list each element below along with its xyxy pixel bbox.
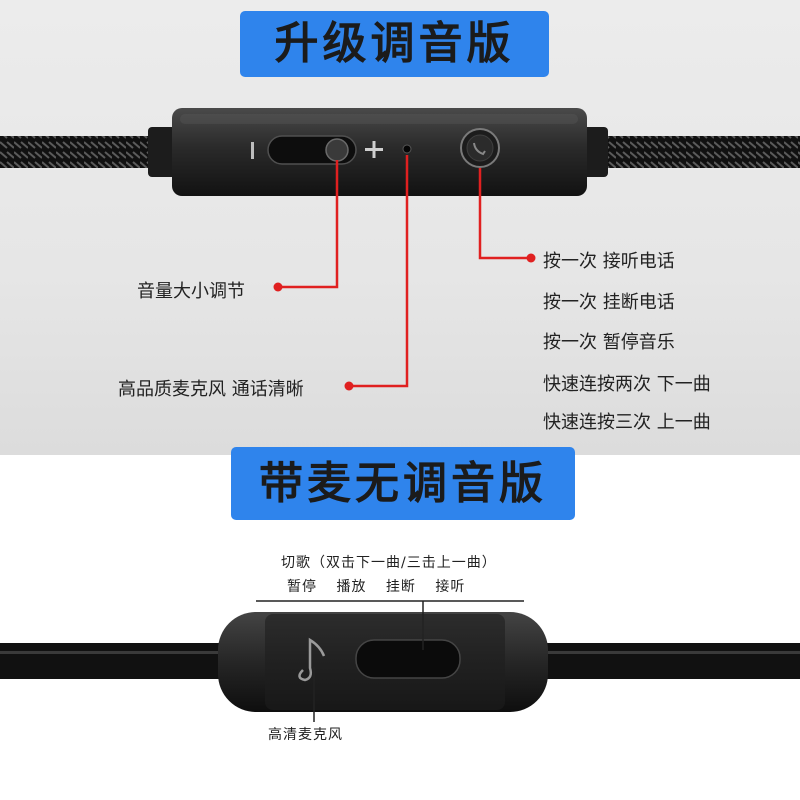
pointer-volume xyxy=(278,160,339,289)
button-caption-line2: 暂停 播放 挂断 接听 xyxy=(287,579,466,595)
mic-label: 高品质麦克风 通话清晰 xyxy=(118,379,304,400)
pointer-dot-volume xyxy=(273,282,283,292)
call-button[interactable] xyxy=(460,128,500,168)
cable-right-bottom xyxy=(530,643,800,679)
minus-icon xyxy=(251,142,254,159)
cable-collar-left xyxy=(148,127,178,177)
button-function-2: 按一次 挂断电话 xyxy=(543,292,675,313)
pointer-lines-top xyxy=(278,155,530,388)
braided-cable-right xyxy=(595,136,800,168)
bottom-remote xyxy=(0,612,800,712)
cable-left-bottom xyxy=(0,643,230,679)
music-note-icon xyxy=(298,637,326,682)
multifunction-button[interactable] xyxy=(355,639,461,679)
phone-icon xyxy=(473,142,486,156)
button-function-5: 快速连按三次 上一曲 xyxy=(543,412,711,433)
mic-no-volume-version-title: 带麦无调音版 xyxy=(231,447,575,520)
pointer-mic xyxy=(352,155,409,388)
plus-icon xyxy=(365,141,383,158)
volume-slider[interactable] xyxy=(267,135,357,165)
top-remote xyxy=(0,108,800,196)
pointer-call-button xyxy=(478,168,530,260)
braided-cable-left xyxy=(0,136,160,168)
pointer-dot-call xyxy=(526,253,536,263)
pointer-dot-mic xyxy=(344,381,354,391)
volume-label: 音量大小调节 xyxy=(137,281,245,302)
button-function-3: 按一次 暂停音乐 xyxy=(543,332,675,353)
microphone-hole xyxy=(402,144,412,154)
button-caption-line1: 切歌（双击下一曲/三击上一曲） xyxy=(281,555,497,571)
upgraded-version-title: 升级调音版 xyxy=(240,11,549,77)
hd-mic-label: 高清麦克风 xyxy=(268,727,343,743)
button-function-1: 按一次 接听电话 xyxy=(543,251,675,272)
button-function-4: 快速连按两次 下一曲 xyxy=(543,374,711,395)
pointer-lines-bottom xyxy=(256,600,524,722)
